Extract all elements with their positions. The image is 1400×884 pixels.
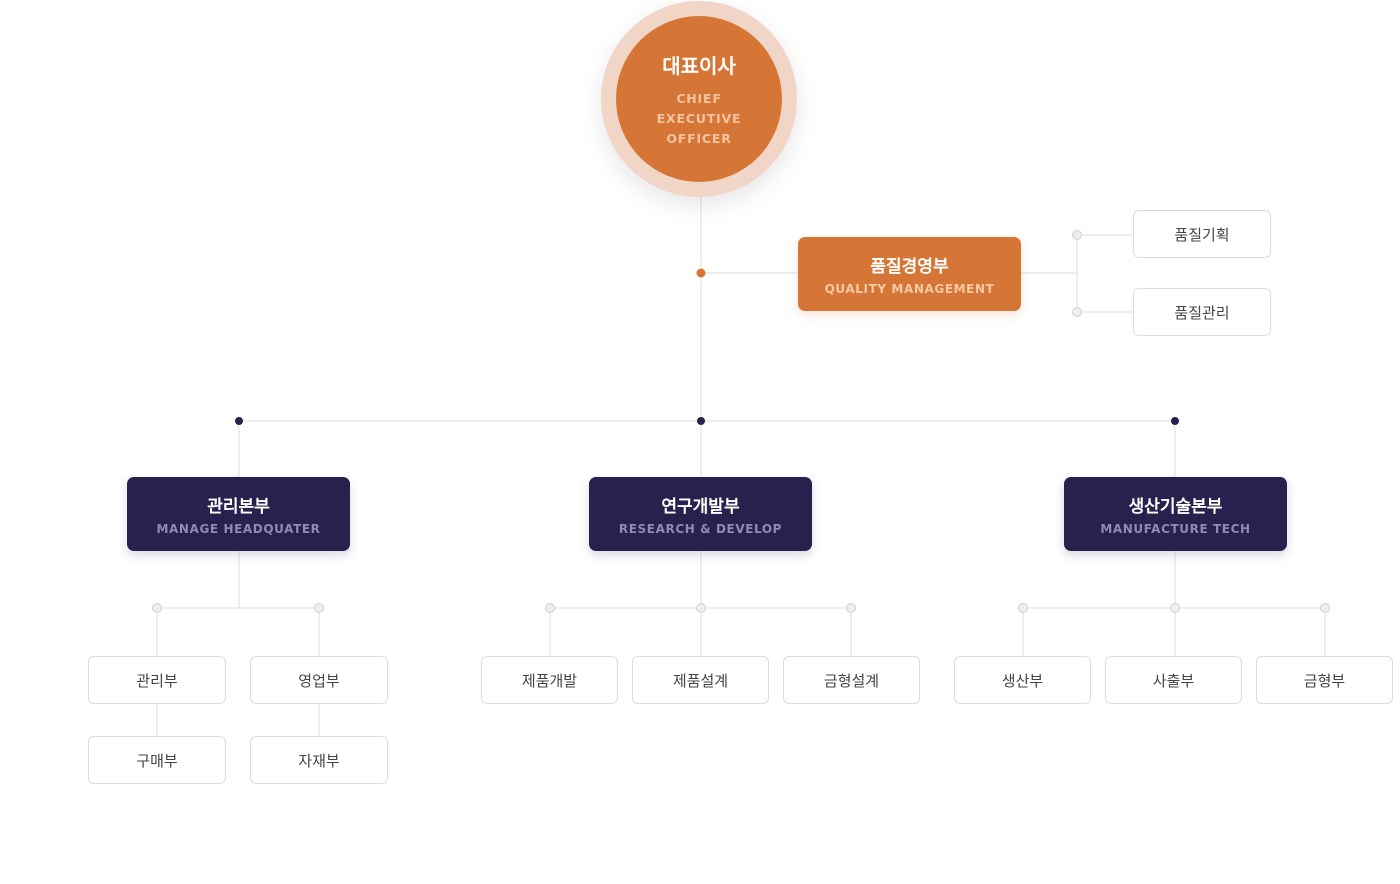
division-manufacture-tech: 생산기술본부 MANUFACTURE TECH	[1064, 477, 1287, 551]
team-product-design: 제품설계	[632, 656, 769, 704]
team-mold-design: 금형설계	[783, 656, 920, 704]
division-management-hq: 관리본부 MANAGE HEADQUATER	[127, 477, 350, 551]
team-materials: 자재부	[250, 736, 388, 784]
division-title-kr: 생산기술본부	[1128, 497, 1223, 517]
ceo-node: 대표이사 CHIEF EXECUTIVE OFFICER	[616, 16, 782, 182]
quality-title-kr: 품질경영부	[870, 257, 949, 277]
division-title-kr: 관리본부	[207, 497, 270, 517]
division-title-en: MANAGE HEADQUATER	[156, 522, 321, 536]
division-title-en: RESEARCH & DEVELOP	[618, 522, 783, 536]
division-title-kr: 연구개발부	[661, 497, 740, 517]
ceo-title-kr: 대표이사	[662, 53, 736, 78]
quality-management-node: 품질경영부 QUALITY MANAGEMENT	[798, 237, 1021, 311]
team-product-development: 제품개발	[481, 656, 618, 704]
team-production: 생산부	[954, 656, 1091, 704]
team-injection: 사출부	[1105, 656, 1242, 704]
division-title-en: MANUFACTURE TECH	[1100, 522, 1251, 536]
team-sales: 영업부	[250, 656, 388, 704]
team-purchasing: 구매부	[88, 736, 226, 784]
quality-title-en: QUALITY MANAGEMENT	[824, 282, 995, 296]
ceo-title-en: CHIEF EXECUTIVE OFFICER	[656, 90, 742, 146]
team-mold: 금형부	[1256, 656, 1393, 704]
team-management: 관리부	[88, 656, 226, 704]
division-research-develop: 연구개발부 RESEARCH & DEVELOP	[589, 477, 812, 551]
team-quality-control: 품질관리	[1133, 288, 1271, 336]
team-quality-planning: 품질기획	[1133, 210, 1271, 258]
